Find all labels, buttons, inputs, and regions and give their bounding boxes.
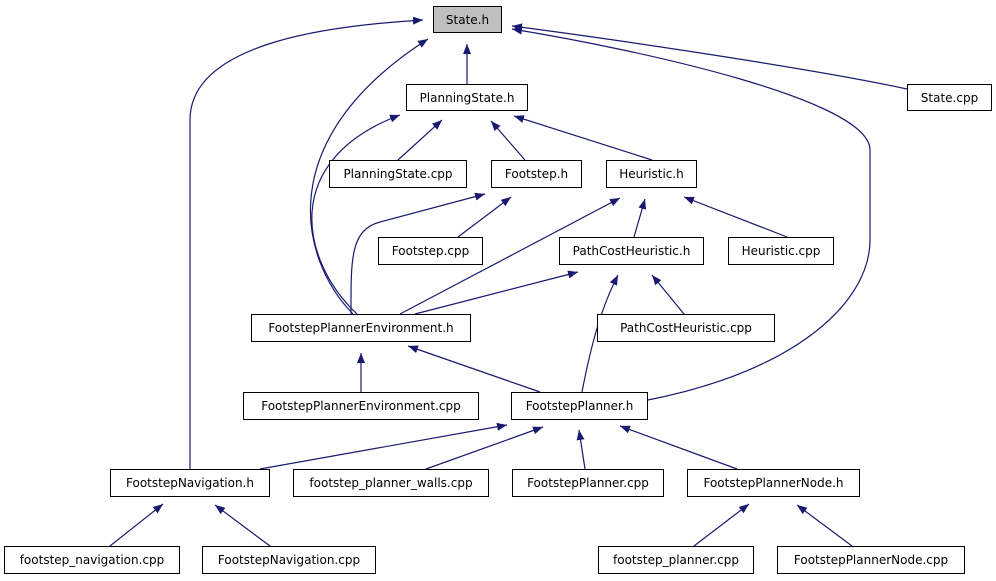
node-pathcostheuristic-cpp[interactable]: PathCostHeuristic.cpp [597,314,775,342]
edge-fp_walls_cpp-to-footstepplanner_h [425,426,544,470]
edge-footstep_navigation_cpp-to-footstepnavigation_h [109,503,164,547]
node-footstep-planner-walls-cpp[interactable]: footstep_planner_walls.cpp [293,469,489,497]
node-heuristic-cpp[interactable]: Heuristic.cpp [728,237,834,265]
edge-fpenv_h-to-footstep_h [350,192,486,315]
edge-footstepplannernode_cpp-to-footstepplannernode_h [796,504,853,547]
edge-heuristic_h-to-planningstate_h [513,115,653,161]
edge-footstep_cpp-to-footstep_h [457,196,512,238]
node-heuristic-h[interactable]: Heuristic.h [606,160,697,188]
node-footstep-planner-cpp[interactable]: footstep_planner.cpp [598,546,754,574]
edge-footstepnavigation_h-to-state_h [189,16,424,469]
node-footstepplannernode-cpp[interactable]: FootstepPlannerNode.cpp [777,546,965,574]
edge-footstepplannernode_h-to-footstepplanner_h [619,425,738,470]
edge-state_cpp-to-state_h [511,23,908,90]
node-footstepplannerenvironment-h[interactable]: FootstepPlannerEnvironment.h [251,314,471,342]
edge-footstepplanner_h-to-fpenv_h [407,345,541,393]
edge-footstepplanner_cpp-to-footstepplanner_h [576,429,586,470]
edge-fpenv_h-to-state_h [309,38,429,315]
edge-fpenv_h-to-heuristic_h [399,197,621,315]
node-footstepplanner-cpp[interactable]: FootstepPlanner.cpp [512,469,664,497]
node-planningstate-cpp[interactable]: PlanningState.cpp [329,160,467,188]
node-pathcostheuristic-h[interactable]: PathCostHeuristic.h [559,237,704,265]
node-footstep-cpp[interactable]: Footstep.cpp [378,237,483,265]
edge-footstep_planner_cpp-to-footstepplannernode_h [693,503,750,547]
edge-heuristic_cpp-to-heuristic_h [683,196,788,238]
node-footstep-h[interactable]: Footstep.h [491,160,582,188]
edge-footstepplanner_h-to-pathcostheuristic_h [581,274,619,393]
node-footstepplanner-h[interactable]: FootstepPlanner.h [511,392,648,420]
node-footstepnavigation-cpp[interactable]: FootstepNavigation.cpp [202,546,376,574]
edge-pathcostheuristic_cpp-to-pathcostheuristic_h [651,274,685,315]
node-footstepnavigation-h[interactable]: FootstepNavigation.h [110,469,270,497]
edge-footstepnavigation_h-to-footstepplanner_h [259,422,508,470]
node-footstepplannerenvironment-cpp[interactable]: FootstepPlannerEnvironment.cpp [243,392,479,420]
edge-pathcostheuristic_h-to-heuristic_h [633,198,647,238]
node-footstep-navigation-cpp[interactable]: footstep_navigation.cpp [4,546,180,574]
edge-footstepplanner_h-to-state_h [511,26,871,401]
node-footstepplannernode-h[interactable]: FootstepPlannerNode.h [687,469,860,497]
node-state-h[interactable]: State.h [433,6,502,33]
edge-footstepnavigation_cpp-to-footstepnavigation_h [214,504,271,547]
edge-planningstate_cpp-to-planningstate_h [397,119,443,161]
node-planningstate-h[interactable]: PlanningState.h [406,84,528,111]
edge-fpenv_h-to-pathcostheuristic_h [414,270,579,315]
node-state-cpp[interactable]: State.cpp [907,84,992,111]
edge-fpenv_h-to-planningstate_h [311,114,401,315]
edge-footstep_h-to-planningstate_h [490,120,526,161]
